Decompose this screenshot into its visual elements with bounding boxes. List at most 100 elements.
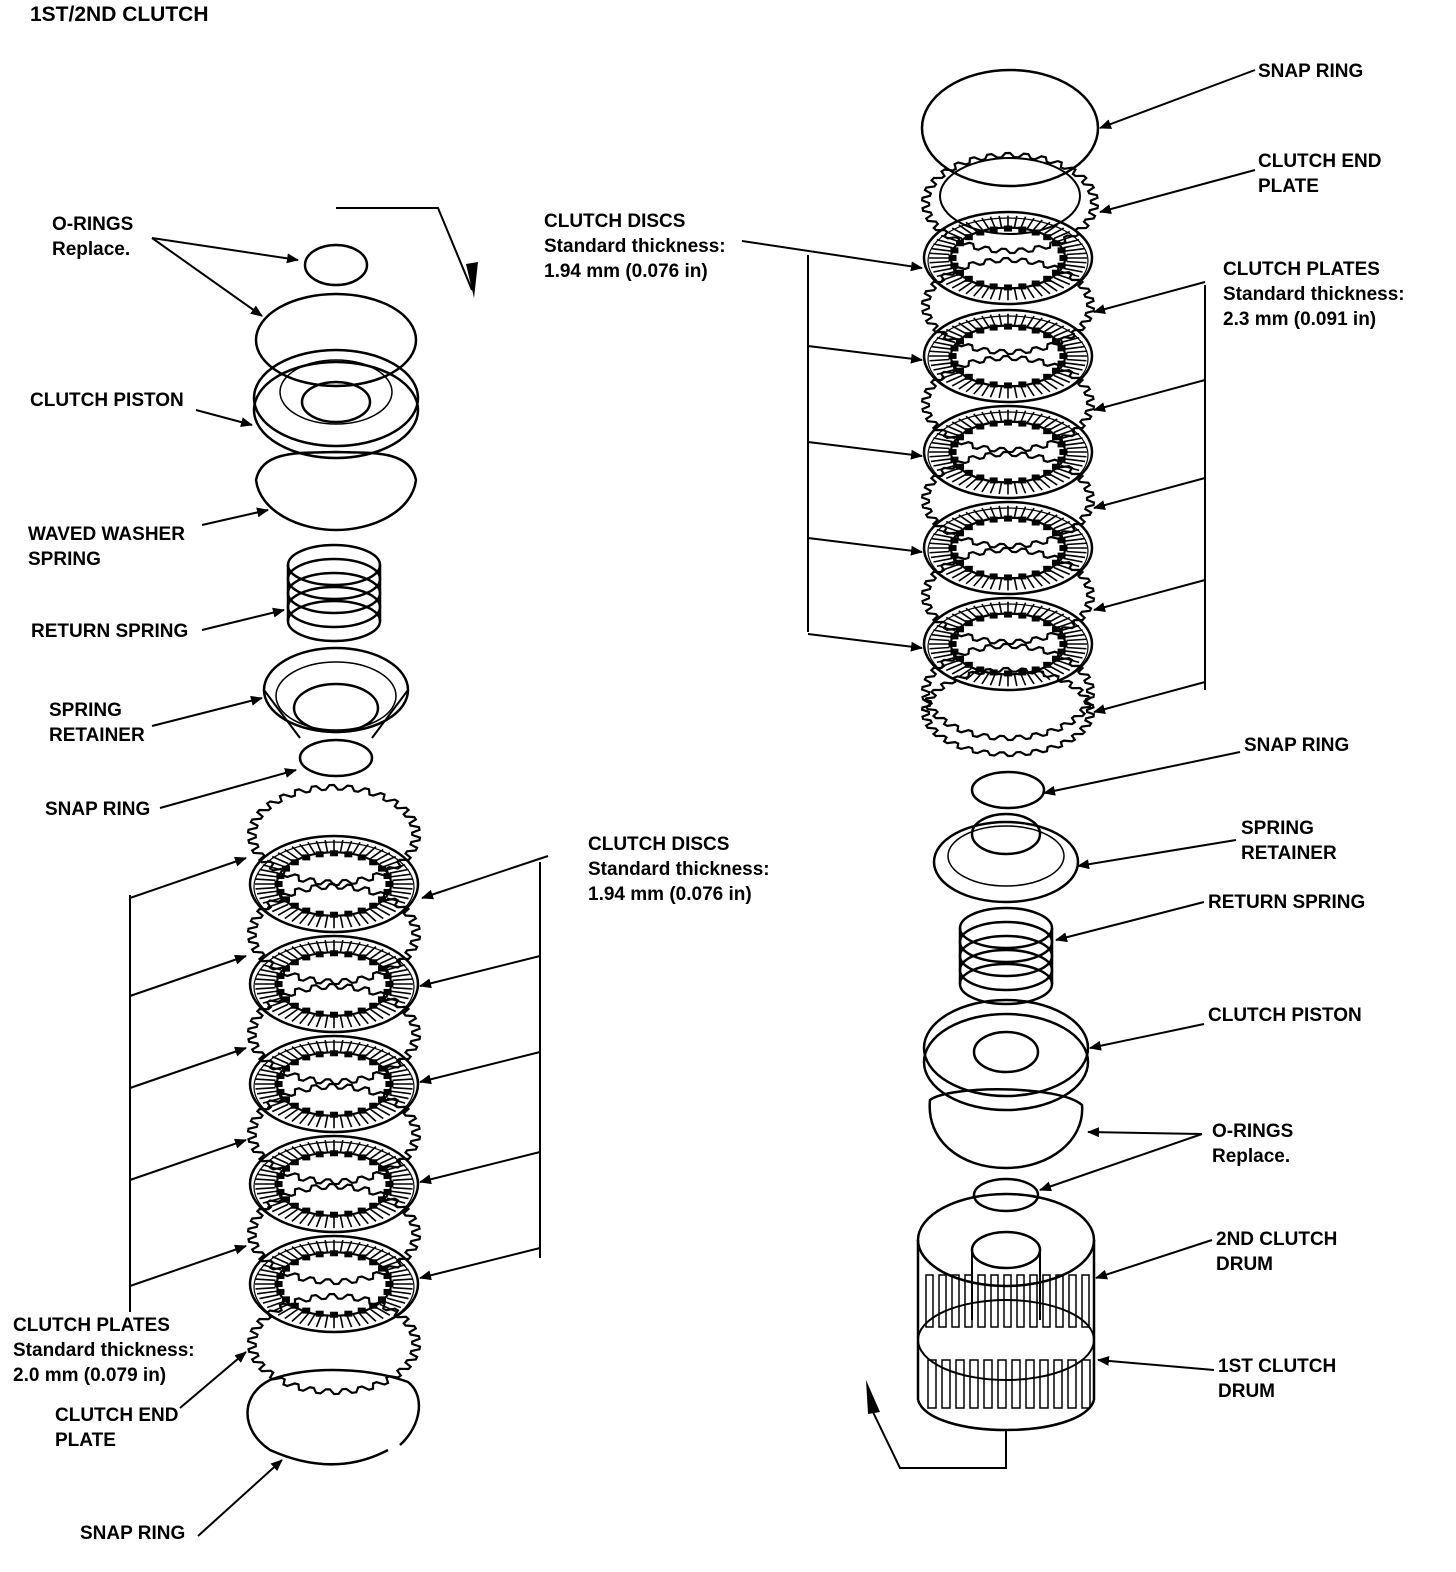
label-left-return-spring: RETURN SPRING — [31, 621, 189, 642]
leader-right-plate-2 — [1093, 477, 1206, 510]
left-clutch-disc — [248, 834, 420, 934]
right-clutch-plate — [920, 642, 1096, 742]
left-bottom-snap-ring — [246, 1368, 421, 1466]
label-right-snap-ring-top: SNAP RING — [1258, 61, 1364, 82]
leader-right-disc-2 — [807, 537, 923, 556]
right-large-o-ring — [928, 1088, 1084, 1170]
left-clutch-plate — [246, 783, 422, 887]
leader-left-disc-2 — [419, 1151, 541, 1185]
leader-left-return-spring — [201, 607, 285, 631]
right-clutch-plate — [920, 546, 1096, 646]
leader-right-plate-4 — [1093, 681, 1206, 714]
right-snap-ring — [970, 770, 1046, 810]
right-clutch-drum-1st — [916, 1340, 1096, 1432]
leader-left-clutch-discs — [421, 855, 549, 900]
label-left-clutch-piston: CLUTCH PISTON — [30, 390, 184, 411]
leader-left-snap-ring — [159, 768, 297, 809]
leader-right-snap-ring-top — [1099, 69, 1256, 129]
left-shaft-arrowhead — [466, 262, 478, 298]
leader-left-shaft-arrow — [336, 207, 473, 291]
leader-right-end-plate — [1099, 169, 1256, 214]
leader-right-plate-1 — [1093, 379, 1206, 412]
right-return-spring — [958, 906, 1054, 1006]
right-clutch-drum-2nd — [916, 1192, 1096, 1381]
leader-right-2nd-drum — [1095, 1239, 1213, 1280]
right-top-snap-ring — [920, 68, 1100, 188]
left-clutch-plate — [246, 882, 422, 986]
left-waved-washer-spring — [254, 450, 418, 532]
right-clutch-disc — [922, 596, 1094, 692]
right-clutch-disc — [922, 210, 1094, 306]
leader-lines-group — [129, 69, 1256, 1537]
label-right-return-spring: RETURN SPRING — [1208, 892, 1366, 913]
right-clutch-piston — [922, 998, 1090, 1112]
left-large-o-ring — [254, 292, 418, 388]
leader-right-o-ring-large — [1087, 1127, 1203, 1138]
leader-left-waved-washer — [201, 507, 269, 526]
leader-left-disc-3 — [419, 1247, 541, 1281]
leader-right-shaft-arrow — [871, 1409, 1007, 1469]
label-right-clutch-piston: CLUTCH PISTON — [1208, 1005, 1362, 1026]
right-spring-retainer — [932, 812, 1080, 904]
leader-right-return-spring — [1055, 901, 1205, 943]
left-spring-retainer — [262, 646, 410, 739]
leader-right-disc-3 — [807, 633, 923, 652]
leader-left-spring-retainer — [151, 695, 263, 727]
leader-right-o-ring-small — [1039, 1133, 1203, 1192]
right-small-o-ring — [972, 1177, 1040, 1213]
right-clutch-plate — [920, 354, 1096, 454]
leader-right-disc-0 — [807, 345, 923, 364]
left-return-spring — [286, 543, 382, 643]
leader-right-plate-3 — [1093, 579, 1206, 612]
leader-right-clutch-piston — [1089, 1023, 1205, 1051]
right-bottom-clutch-plate — [920, 666, 1096, 758]
leader-right-disc-1 — [807, 441, 923, 460]
leader-left-plate-0 — [129, 856, 247, 899]
left-clutch-disc — [248, 1134, 420, 1234]
right-clutch-end-plate — [920, 151, 1100, 255]
parts-group — [246, 68, 1100, 1466]
right-shaft-arrowhead — [866, 1380, 880, 1414]
leader-left-clutch-piston — [195, 409, 253, 427]
leader-left-disc-0 — [419, 955, 541, 989]
left-clutch-plate — [246, 1292, 422, 1396]
leader-right-plate-0 — [1093, 281, 1206, 314]
leader-left-plate-4 — [129, 1244, 247, 1287]
left-clutch-disc — [248, 1034, 420, 1134]
leader-left-o-ring-large — [151, 237, 263, 317]
leader-left-end-plate — [179, 1351, 247, 1409]
label-left-snap-ring: SNAP RING — [45, 799, 151, 820]
label-left-snap-ring-bottom: SNAP RING — [80, 1523, 186, 1544]
leader-left-bottom-snap-ring — [197, 1459, 283, 1537]
leader-left-o-ring-small — [151, 237, 299, 264]
left-clutch-piston — [252, 348, 420, 460]
leader-right-1st-drum — [1097, 1355, 1215, 1371]
left-clutch-disc — [248, 1234, 420, 1334]
left-clutch-plate — [246, 982, 422, 1086]
label-right-snap-ring: SNAP RING — [1244, 735, 1350, 756]
leader-left-disc-1 — [419, 1051, 541, 1085]
left-clutch-plate — [246, 1182, 422, 1286]
leader-right-snap-ring — [1043, 751, 1241, 796]
diagram-title: 1ST/2ND CLUTCH — [30, 3, 209, 26]
leader-left-plate-1 — [129, 954, 247, 997]
leader-left-plate-3 — [129, 1138, 247, 1181]
left-clutch-plate — [246, 1082, 422, 1186]
leader-right-spring-retainer — [1077, 839, 1237, 870]
left-snap-ring — [298, 738, 374, 778]
right-clutch-plate — [920, 256, 1096, 356]
right-clutch-disc — [922, 500, 1094, 596]
left-small-o-ring — [303, 243, 369, 287]
